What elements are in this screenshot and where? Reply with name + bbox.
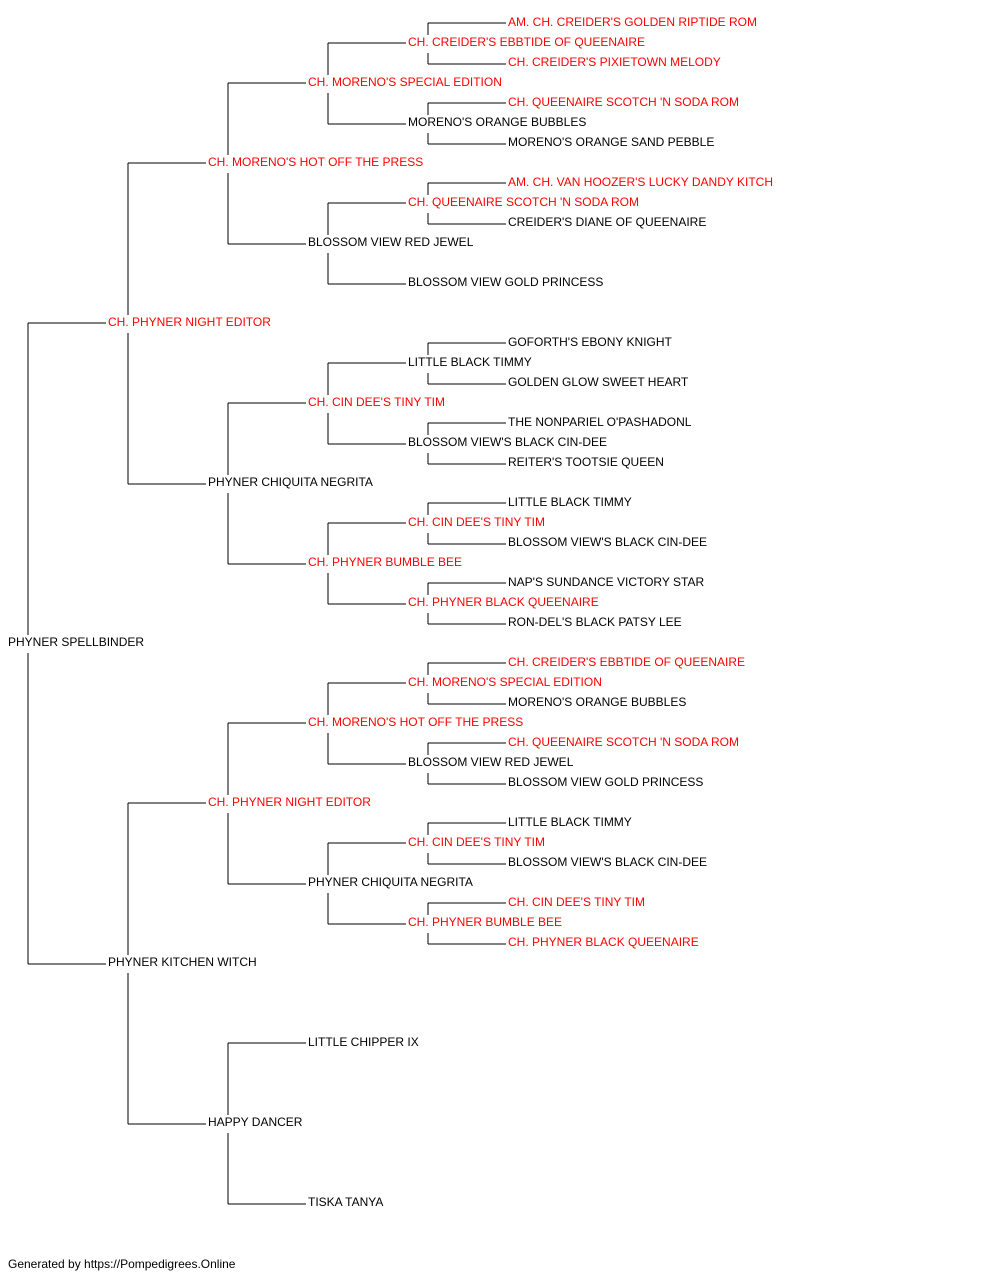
ancestor-name: CH. QUEENAIRE SCOTCH 'N SODA ROM (508, 95, 739, 109)
ancestor-name: THE NONPARIEL O'PASHADONL (508, 415, 692, 429)
ancestor-name: CH. PHYNER NIGHT EDITOR (108, 315, 271, 329)
ancestor-name: CH. QUEENAIRE SCOTCH 'N SODA ROM (508, 735, 739, 749)
ancestor-name: CH. CIN DEE'S TINY TIM (308, 395, 445, 409)
ancestor-name: MORENO'S ORANGE BUBBLES (408, 115, 586, 129)
ancestor-name: BLOSSOM VIEW RED JEWEL (308, 235, 474, 249)
ancestor-name: CREIDER'S DIANE OF QUEENAIRE (508, 215, 706, 229)
ancestor-name: CH. MORENO'S HOT OFF THE PRESS (308, 715, 523, 729)
ancestor-name: CH. CIN DEE'S TINY TIM (408, 835, 545, 849)
ancestor-name: CH. CREIDER'S PIXIETOWN MELODY (508, 55, 721, 69)
ancestor-name: CH. PHYNER BUMBLE BEE (308, 555, 462, 569)
ancestor-name: CH. MORENO'S SPECIAL EDITION (308, 75, 502, 89)
ancestor-name: CH. QUEENAIRE SCOTCH 'N SODA ROM (408, 195, 639, 209)
ancestor-name: AM. CH. CREIDER'S GOLDEN RIPTIDE ROM (508, 15, 757, 29)
ancestor-name: CH. CREIDER'S EBBTIDE OF QUEENAIRE (508, 655, 745, 669)
ancestor-name: BLOSSOM VIEW'S BLACK CIN-DEE (508, 535, 707, 549)
ancestor-name: LITTLE BLACK TIMMY (508, 495, 632, 509)
ancestor-name: CH. CIN DEE'S TINY TIM (508, 895, 645, 909)
ancestor-name: PHYNER KITCHEN WITCH (108, 955, 257, 969)
ancestor-name: CH. MORENO'S HOT OFF THE PRESS (208, 155, 423, 169)
ancestor-name: LITTLE CHIPPER IX (308, 1035, 419, 1049)
ancestor-name: PHYNER CHIQUITA NEGRITA (308, 875, 473, 889)
ancestor-name: BLOSSOM VIEW GOLD PRINCESS (508, 775, 703, 789)
ancestor-name: GOLDEN GLOW SWEET HEART (508, 375, 689, 389)
ancestor-name: PHYNER SPELLBINDER (8, 635, 144, 649)
ancestor-name: HAPPY DANCER (208, 1115, 303, 1129)
ancestor-name: BLOSSOM VIEW'S BLACK CIN-DEE (508, 855, 707, 869)
ancestor-name: BLOSSOM VIEW'S BLACK CIN-DEE (408, 435, 607, 449)
ancestor-name: BLOSSOM VIEW RED JEWEL (408, 755, 574, 769)
ancestor-name: LITTLE BLACK TIMMY (508, 815, 632, 829)
ancestor-name: REITER'S TOOTSIE QUEEN (508, 455, 664, 469)
ancestor-name: GOFORTH'S EBONY KNIGHT (508, 335, 673, 349)
ancestor-name: MORENO'S ORANGE SAND PEBBLE (508, 135, 714, 149)
ancestor-name: BLOSSOM VIEW GOLD PRINCESS (408, 275, 603, 289)
ancestor-name: CH. MORENO'S SPECIAL EDITION (408, 675, 602, 689)
ancestor-name: MORENO'S ORANGE BUBBLES (508, 695, 686, 709)
ancestor-name: RON-DEL'S BLACK PATSY LEE (508, 615, 682, 629)
ancestor-name: NAP'S SUNDANCE VICTORY STAR (508, 575, 704, 589)
ancestor-name: CH. PHYNER BUMBLE BEE (408, 915, 562, 929)
ancestor-name: PHYNER CHIQUITA NEGRITA (208, 475, 373, 489)
ancestor-name: TISKA TANYA (308, 1195, 383, 1209)
ancestor-name: AM. CH. VAN HOOZER'S LUCKY DANDY KITCH (508, 175, 773, 189)
ancestor-name: LITTLE BLACK TIMMY (408, 355, 532, 369)
ancestor-name: CH. PHYNER BLACK QUEENAIRE (508, 935, 699, 949)
ancestor-name: CH. CREIDER'S EBBTIDE OF QUEENAIRE (408, 35, 645, 49)
ancestor-name: CH. PHYNER BLACK QUEENAIRE (408, 595, 599, 609)
ancestor-name: CH. CIN DEE'S TINY TIM (408, 515, 545, 529)
footer-credit: Generated by https://Pompedigrees.Online (8, 1257, 236, 1271)
ancestor-name: CH. PHYNER NIGHT EDITOR (208, 795, 371, 809)
